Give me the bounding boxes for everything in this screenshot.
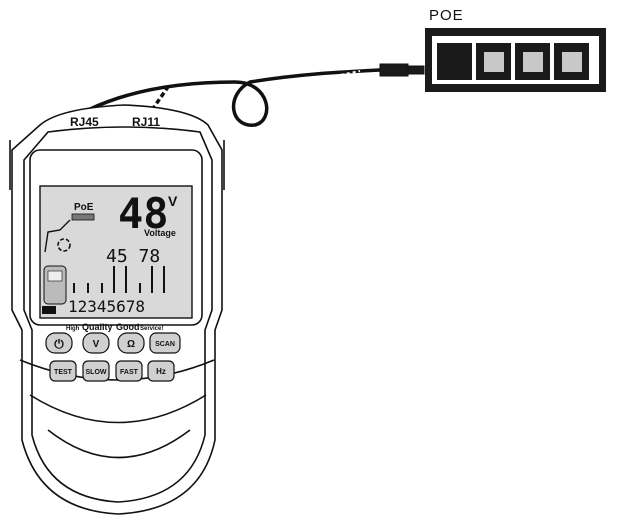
rj45-plug-tip (407, 65, 425, 75)
lcd-battery-icon (42, 306, 56, 314)
jack-label-rj45: RJ45 (70, 115, 99, 129)
fast-button-shape[interactable] (115, 360, 143, 382)
voltage-button[interactable]: V (82, 332, 110, 354)
lcd-pair-top: 45 78 (106, 246, 160, 267)
voltage-button-shape[interactable] (82, 332, 110, 354)
power-icon: ⏻ (54, 337, 64, 351)
power-button[interactable]: ⏻ (45, 332, 73, 354)
cable-dash (334, 70, 361, 77)
ohm-button-shape[interactable] (117, 332, 145, 354)
test-button[interactable]: TEST (49, 360, 77, 382)
lcd-voltage-unit: V (168, 193, 178, 209)
lcd-poe-label: PoE (74, 202, 94, 213)
slow-button-shape[interactable] (82, 360, 110, 382)
slogan-part4: Service! (140, 326, 163, 332)
lcd-voltage-label: Voltage (144, 228, 176, 238)
poe-port-3-socket (523, 52, 543, 72)
test-button-shape[interactable] (49, 360, 77, 382)
test-button-label: TEST (54, 369, 73, 376)
tester-grip-line-2 (29, 394, 207, 424)
poe-port-1[interactable] (437, 43, 472, 80)
poe-switch-label: POE (429, 7, 464, 24)
lcd-pin-row: 12345678 (68, 297, 145, 316)
lcd-voltage-value: 48 (118, 189, 169, 238)
hz-button-shape[interactable] (147, 360, 175, 382)
button-row-2: TEST SLOW FAST Hz (49, 360, 175, 382)
hz-button[interactable]: Hz (147, 360, 175, 382)
lcd-tester-icon-screen (47, 270, 63, 282)
button-row-1: ⏻ V Ω SCAN (45, 332, 181, 354)
lcd-content: PoE 48 V Voltage 45 78 12345678 (42, 189, 178, 316)
lcd-spinner-icon (57, 238, 71, 252)
jack-label-rj11: RJ11 (132, 115, 160, 129)
slow-button[interactable]: SLOW (82, 360, 110, 382)
fast-button[interactable]: FAST (115, 360, 143, 382)
slogan: High Quality Good Service! (66, 322, 163, 332)
poe-switch: POE (425, 7, 606, 92)
slogan-part2: Quality (82, 322, 113, 332)
tester-inner-shell (23, 126, 213, 503)
slow-button-label: SLOW (86, 369, 107, 376)
slogan-part3: Good (116, 322, 140, 332)
hz-button-label: Hz (156, 367, 166, 376)
power-button-shape[interactable] (45, 332, 73, 354)
poe-port-4-socket (562, 52, 582, 72)
ohm-button[interactable]: Ω (117, 332, 145, 354)
scan-button[interactable]: SCAN (149, 332, 181, 354)
lcd-poe-switch-icon (71, 213, 95, 221)
ohm-button-label: Ω (127, 339, 135, 350)
ethernet-cable (87, 63, 425, 127)
rj11-cable-stub (150, 83, 172, 111)
tester-grip-line-3 (47, 429, 191, 459)
slogan-part1: High (66, 326, 80, 332)
scan-button-shape[interactable] (149, 332, 181, 354)
poe-port-2-socket (484, 52, 504, 72)
scan-button-label: SCAN (155, 341, 175, 348)
lcd-cable-icon (44, 219, 71, 253)
rj45-plug (379, 63, 409, 77)
cable-line (87, 68, 381, 127)
fast-button-label: FAST (120, 369, 139, 376)
voltage-button-label: V (93, 339, 100, 350)
lcd-wire-bars (73, 266, 165, 293)
